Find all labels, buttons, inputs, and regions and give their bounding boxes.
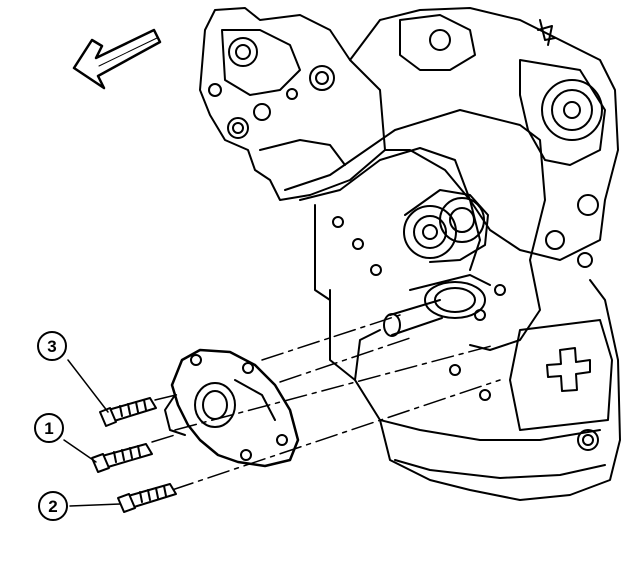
leader-line-2: [69, 503, 121, 507]
alignment-lines: [151, 314, 501, 491]
callout-label-2: 2: [48, 497, 57, 516]
engine-block: [199, 7, 621, 501]
leader-line-1: [63, 439, 97, 463]
bolt-2: [117, 483, 177, 513]
bolt-3: [99, 397, 157, 427]
bolt-1: [91, 443, 153, 473]
callout-label-1: 1: [44, 419, 53, 438]
oil-pump-cover: [164, 348, 300, 468]
direction-arrow-icon: [72, 28, 162, 90]
leader-line-3: [67, 359, 109, 413]
callout-circle-2: [38, 491, 68, 521]
callout-circle-3: [37, 331, 67, 361]
callout-circle-1: [34, 413, 64, 443]
callout-label-3: 3: [47, 337, 56, 356]
